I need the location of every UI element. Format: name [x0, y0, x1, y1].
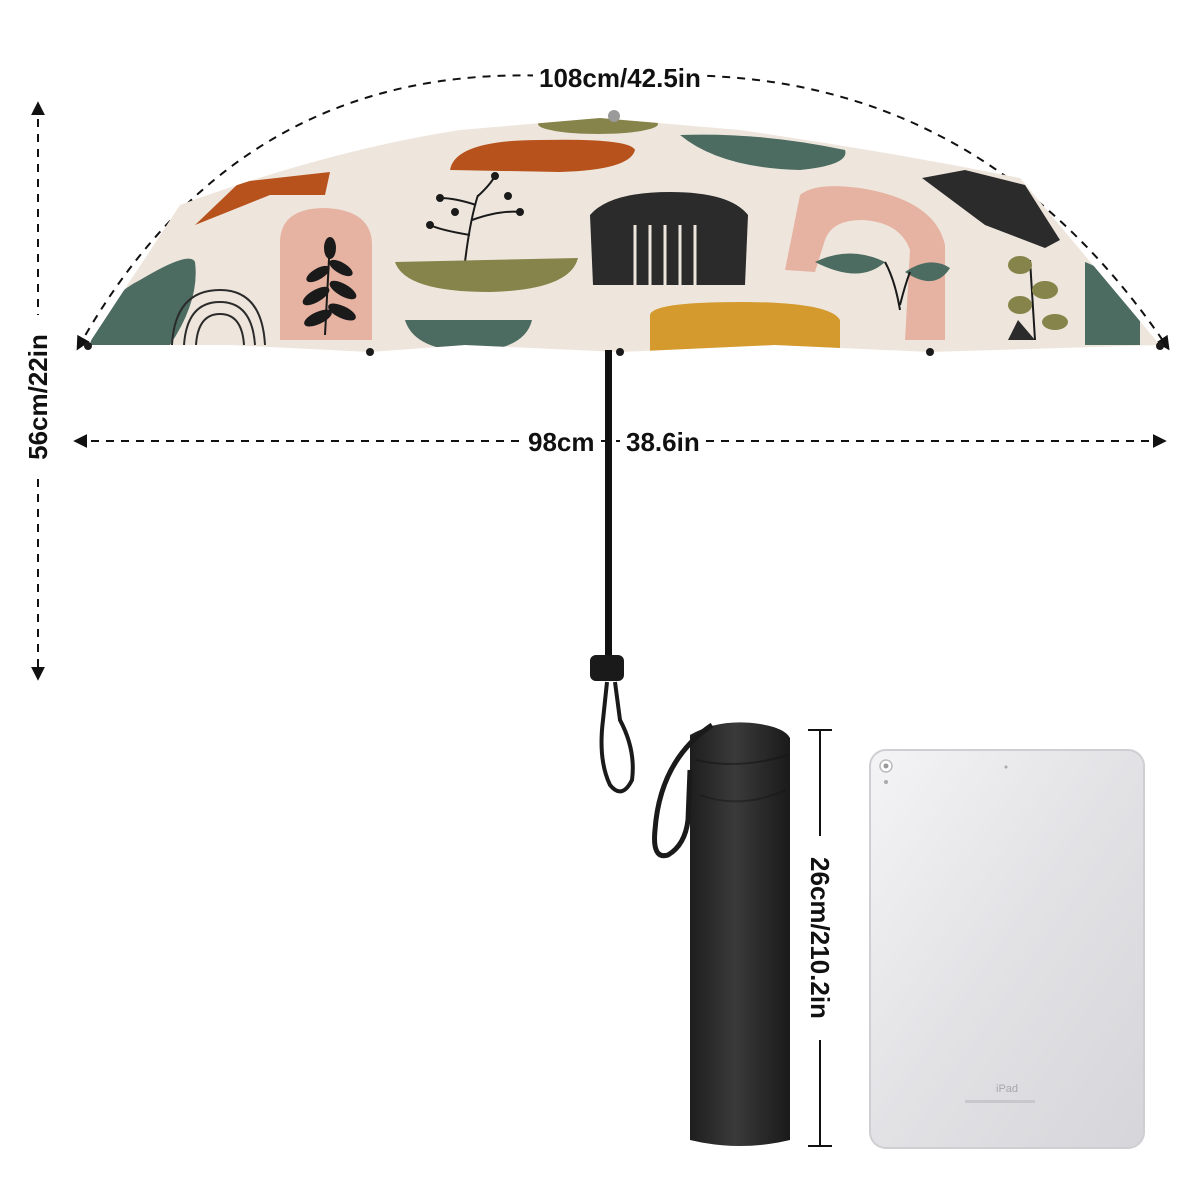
green-leaves-icon [815, 253, 950, 311]
tablet-brand-mark: iPad [996, 1083, 1019, 1095]
rainbow-arcs [171, 288, 266, 346]
wrist-strap [599, 681, 635, 794]
teal-shape-top-right [680, 134, 846, 170]
black-striped-pot [590, 192, 748, 295]
arc-dimension-line [76, 74, 1170, 351]
teal-shape-far-right [1085, 262, 1140, 345]
rib-tips [84, 110, 1164, 356]
sleeve-strap [652, 722, 714, 859]
handle-cap [590, 655, 624, 681]
olive-plant-icon [1008, 256, 1068, 341]
umbrella-canopy [84, 110, 1164, 356]
black-hexagon-right [922, 170, 1060, 248]
rust-oval-top [450, 139, 635, 172]
olive-top-shape [538, 118, 658, 134]
folded-length-label: 26cm/210.2in [805, 836, 835, 1040]
folded-umbrella-sleeve [652, 722, 790, 1146]
olive-bowl [395, 258, 578, 292]
twig-plant-icon [426, 172, 524, 263]
tablet-reference [869, 749, 1145, 1149]
umbrella-shaft [590, 350, 635, 794]
pink-arch-right [785, 186, 945, 340]
leaf-branch-icon [302, 237, 357, 336]
arc-width-label: 108cm/42.5in [533, 63, 707, 93]
height-label: 56cm/22in [23, 315, 53, 479]
mustard-block [650, 302, 840, 352]
rust-shape-left [195, 172, 330, 225]
span-in-label: 38.6in [620, 427, 706, 457]
teal-bowl [405, 320, 532, 352]
teal-blob-left [90, 258, 196, 345]
span-cm-label: 98cm [522, 427, 601, 457]
